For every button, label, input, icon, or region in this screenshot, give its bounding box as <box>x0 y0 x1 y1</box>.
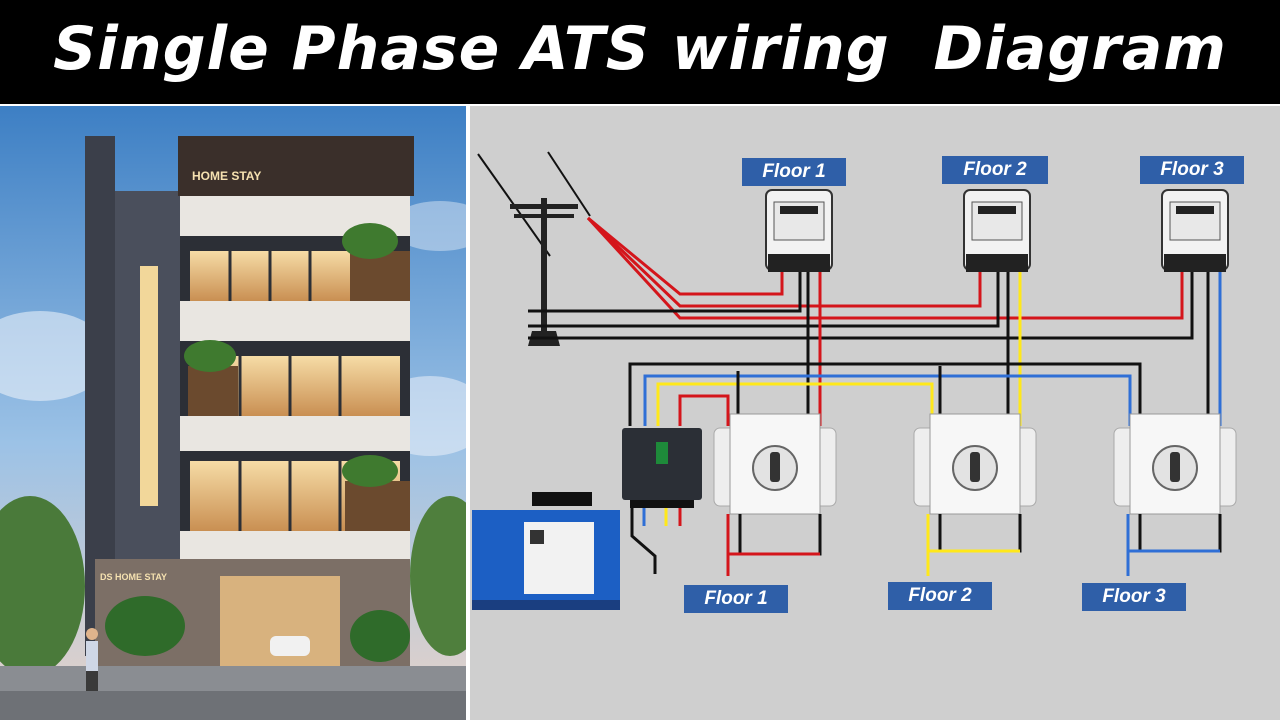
meter-label-floor2: Floor 2 <box>942 156 1048 184</box>
building-photo: HOME STAY DS HOME STAY <box>0 106 466 720</box>
wiring-diagram: Floor 1 Floor 2 Floor 3 Floor 1 Floor 2 … <box>470 106 1280 720</box>
meter-label-floor3: Floor 3 <box>1140 156 1244 184</box>
home-stay-sign: HOME STAY <box>192 169 261 183</box>
utility-pole-icon <box>510 198 578 346</box>
page-title: Single Phase ATS wiring Diagram <box>53 14 1227 84</box>
ats-switch-floor2-icon <box>913 413 1037 515</box>
output-label-floor3: Floor 3 <box>1082 583 1186 611</box>
ats-switch-floor1-icon <box>713 413 837 515</box>
output-label-floor1: Floor 1 <box>684 585 788 613</box>
energy-meter-floor3-icon <box>1161 189 1229 272</box>
mccb-breaker-icon <box>622 428 702 508</box>
output-label-floor2: Floor 2 <box>888 582 992 610</box>
energy-meter-floor1-icon <box>765 189 833 272</box>
generator-icon <box>472 492 620 610</box>
title-bar: Single Phase ATS wiring Diagram <box>0 0 1280 104</box>
energy-meter-floor2-icon <box>963 189 1031 272</box>
wiring-svg <box>472 151 1237 610</box>
meter-label-floor1: Floor 1 <box>742 158 846 186</box>
ds-home-stay-sign: DS HOME STAY <box>100 572 167 582</box>
ats-switch-floor3-icon <box>1113 413 1237 515</box>
